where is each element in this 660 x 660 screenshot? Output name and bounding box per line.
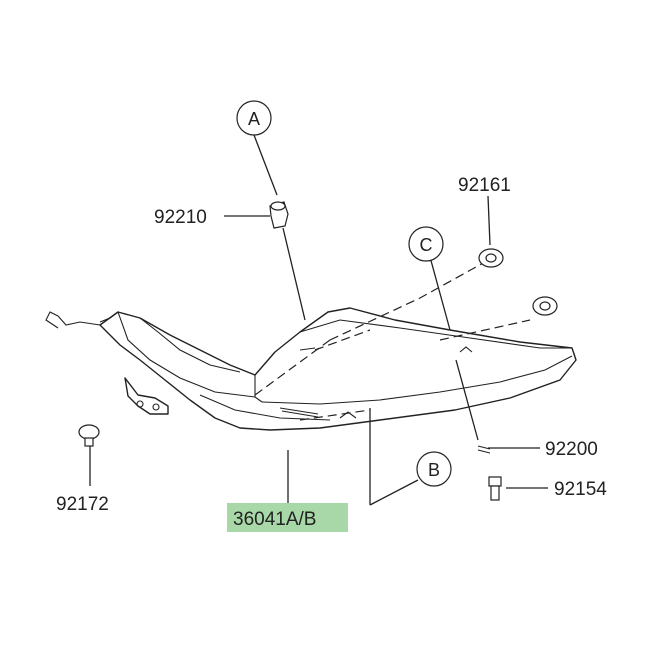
grommet-92161-lower [532, 296, 558, 316]
clip-92200 [477, 445, 491, 454]
ref-letter-a: A [248, 109, 260, 129]
screw-92172 [78, 424, 100, 447]
part-label-92210: 92210 [154, 207, 207, 228]
ref-circle-c: C [408, 226, 444, 262]
grommet-92161-upper [478, 248, 504, 268]
ref-circle-a: A [236, 100, 272, 136]
part-label-92161: 92161 [458, 175, 511, 196]
ref-letter-b: B [428, 460, 440, 480]
grommet-92210 [269, 201, 289, 229]
part-label-92200: 92200 [545, 439, 598, 460]
assembly-lines [254, 261, 531, 421]
part-label-92172: 92172 [56, 494, 109, 515]
bolt-92154 [488, 476, 502, 501]
ref-letter-c: C [420, 235, 433, 255]
part-label-92154: 92154 [554, 479, 607, 500]
ref-circle-b: B [416, 451, 452, 487]
part-label-36041: 36041A/B [233, 509, 316, 530]
side-cover-panel [45, 307, 577, 431]
part-highlight [227, 503, 348, 532]
